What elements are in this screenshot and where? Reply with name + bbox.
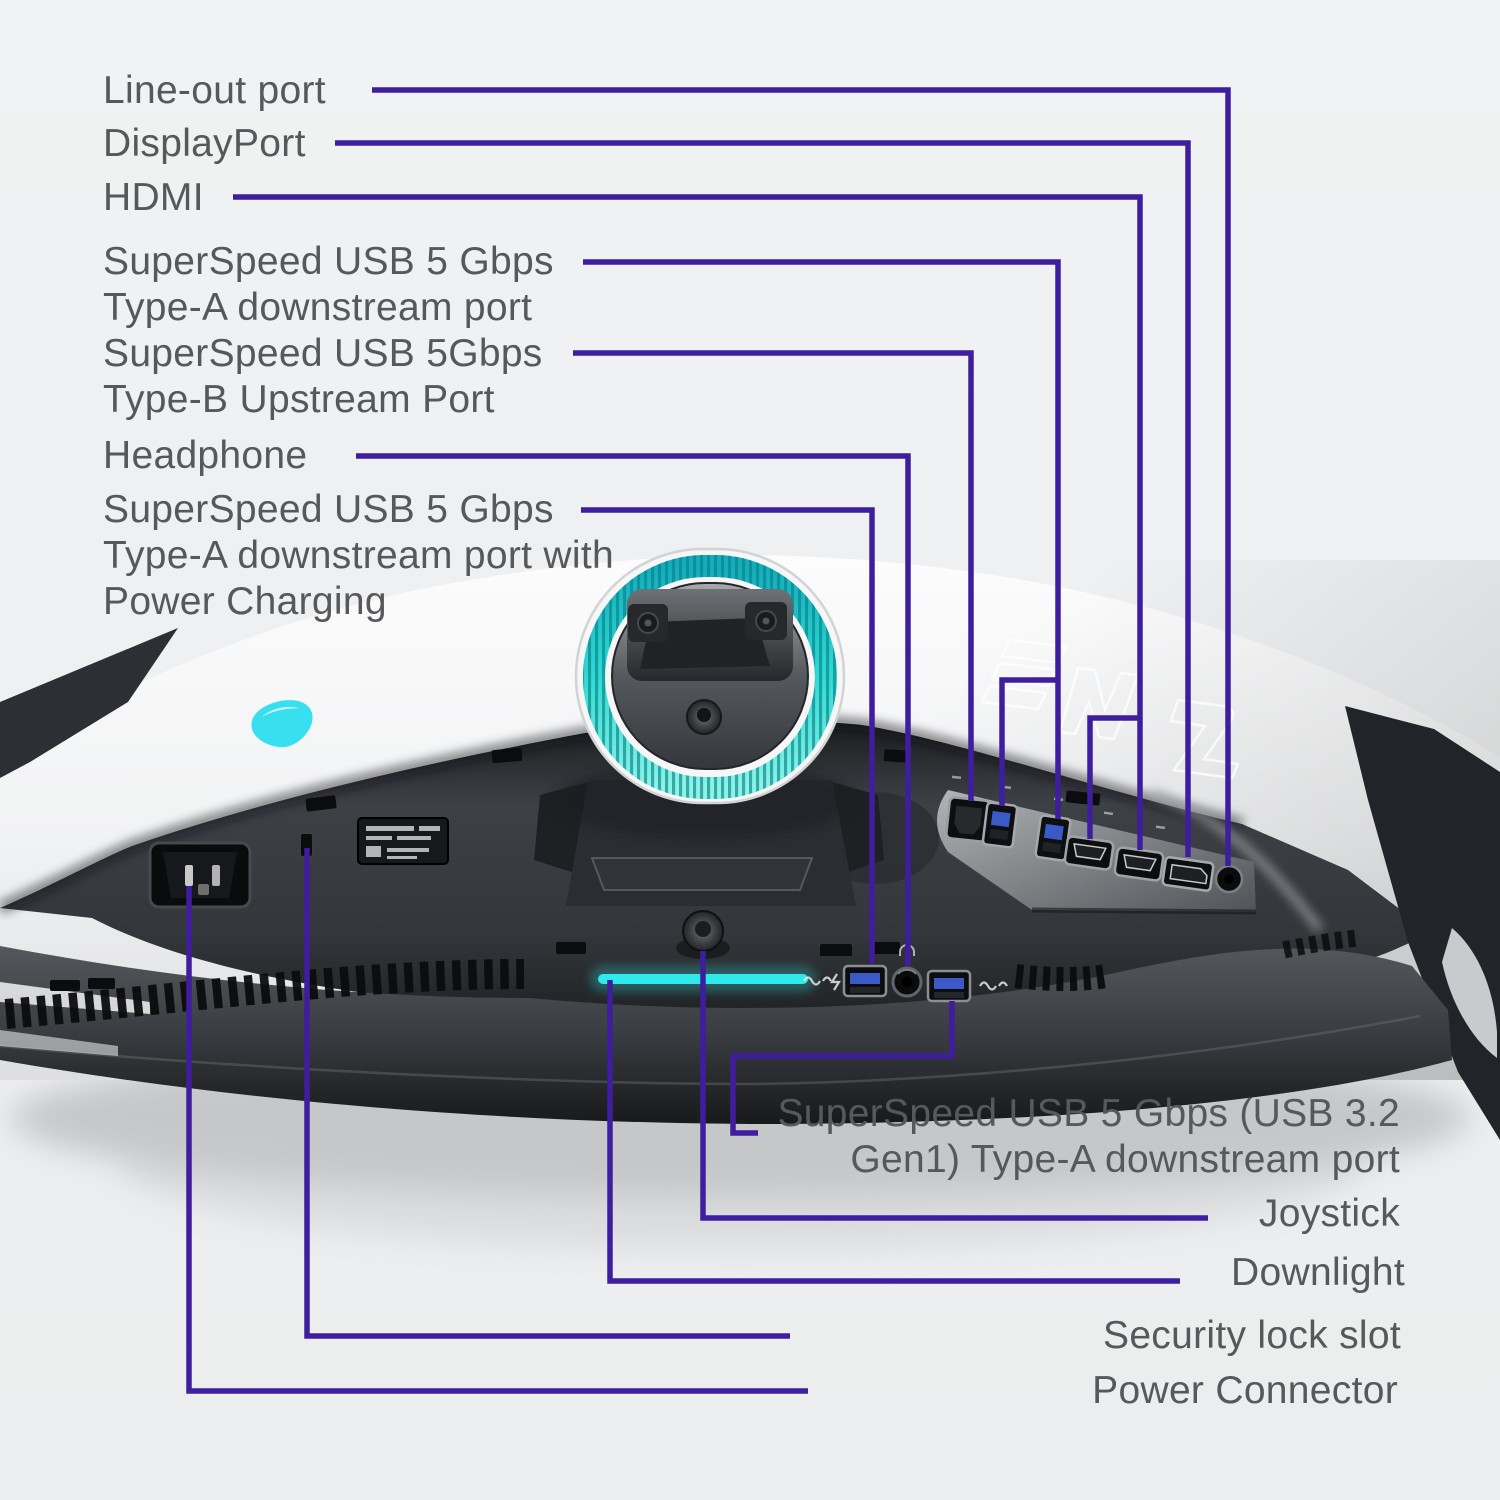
vent-slots <box>50 747 1101 991</box>
usb-a-charging-port <box>842 964 888 998</box>
callout-label-usb-a-downstream: SuperSpeed USB 5 Gbps Type-A downstream … <box>103 240 554 329</box>
right-edge-facet <box>1345 706 1500 1140</box>
power-connector-port <box>148 841 252 909</box>
alienware-logo-icon <box>251 700 313 748</box>
usb-ss-charging-icon <box>803 973 841 991</box>
usb-a-downstream-port-1 <box>981 801 1019 849</box>
joystick-control <box>676 910 730 959</box>
callout-line-usb-b-upstream <box>573 350 974 801</box>
callout-line-usb-gen1 <box>730 1001 955 1136</box>
hdmi-port-1 <box>1063 835 1115 871</box>
callout-label-security-lock: Security lock slot <box>1103 1314 1401 1357</box>
usb-ss-icon <box>979 981 1008 991</box>
callout-line-usb-a-downstream <box>583 259 1061 819</box>
usb-b-upstream-port <box>945 796 991 843</box>
left-edge-facet <box>0 628 178 778</box>
callout-line-displayport <box>335 140 1191 857</box>
callout-line-hdmi <box>233 194 1143 850</box>
callout-line-downlight <box>607 980 1180 1284</box>
callout-lines <box>186 87 1231 1394</box>
callout-label-usb-a-charging: SuperSpeed USB 5 Gbps Type-A downstream … <box>103 488 614 623</box>
bottom-bezel-band <box>0 946 1452 1124</box>
callout-line-power-connector <box>186 886 808 1394</box>
callout-label-displayport: DisplayPort <box>103 122 306 165</box>
headphone-jack <box>891 966 923 998</box>
port-markings <box>951 775 1166 830</box>
vent-grill-far-right <box>1282 929 1359 959</box>
callout-label-joystick: Joystick <box>1258 1192 1400 1235</box>
usb-a-downstream-port-2 <box>1034 814 1072 862</box>
stand-mount <box>552 547 856 838</box>
usb-a-downstream-port-bottom <box>926 969 972 1003</box>
callout-label-line-out-port: Line-out port <box>103 69 326 112</box>
callout-line-headphone <box>356 453 911 966</box>
vent-grill-right <box>1014 964 1108 991</box>
hdmi-port-2 <box>1113 846 1165 882</box>
callout-label-headphone: Headphone <box>103 434 308 477</box>
regulatory-label <box>357 817 449 865</box>
callout-label-hdmi: HDMI <box>103 176 204 219</box>
callout-line-line-out-port <box>372 87 1231 866</box>
callout-label-power-connector: Power Connector <box>1092 1369 1398 1412</box>
callout-label-usb-b-upstream: SuperSpeed USB 5Gbps Type-B Upstream Por… <box>103 332 543 421</box>
vent-grill-left <box>4 959 525 1029</box>
callout-line-usb-charging <box>581 507 875 964</box>
callout-label-usb-a-gen1: SuperSpeed USB 5 Gbps (USB 3.2 Gen1) Typ… <box>777 1092 1400 1181</box>
displayport-port <box>1161 856 1215 892</box>
callout-line-security-lock <box>304 848 790 1339</box>
callout-line-joystick <box>700 951 1208 1221</box>
callout-label-downlight: Downlight <box>1231 1251 1405 1294</box>
line-out-jack <box>1214 864 1244 894</box>
